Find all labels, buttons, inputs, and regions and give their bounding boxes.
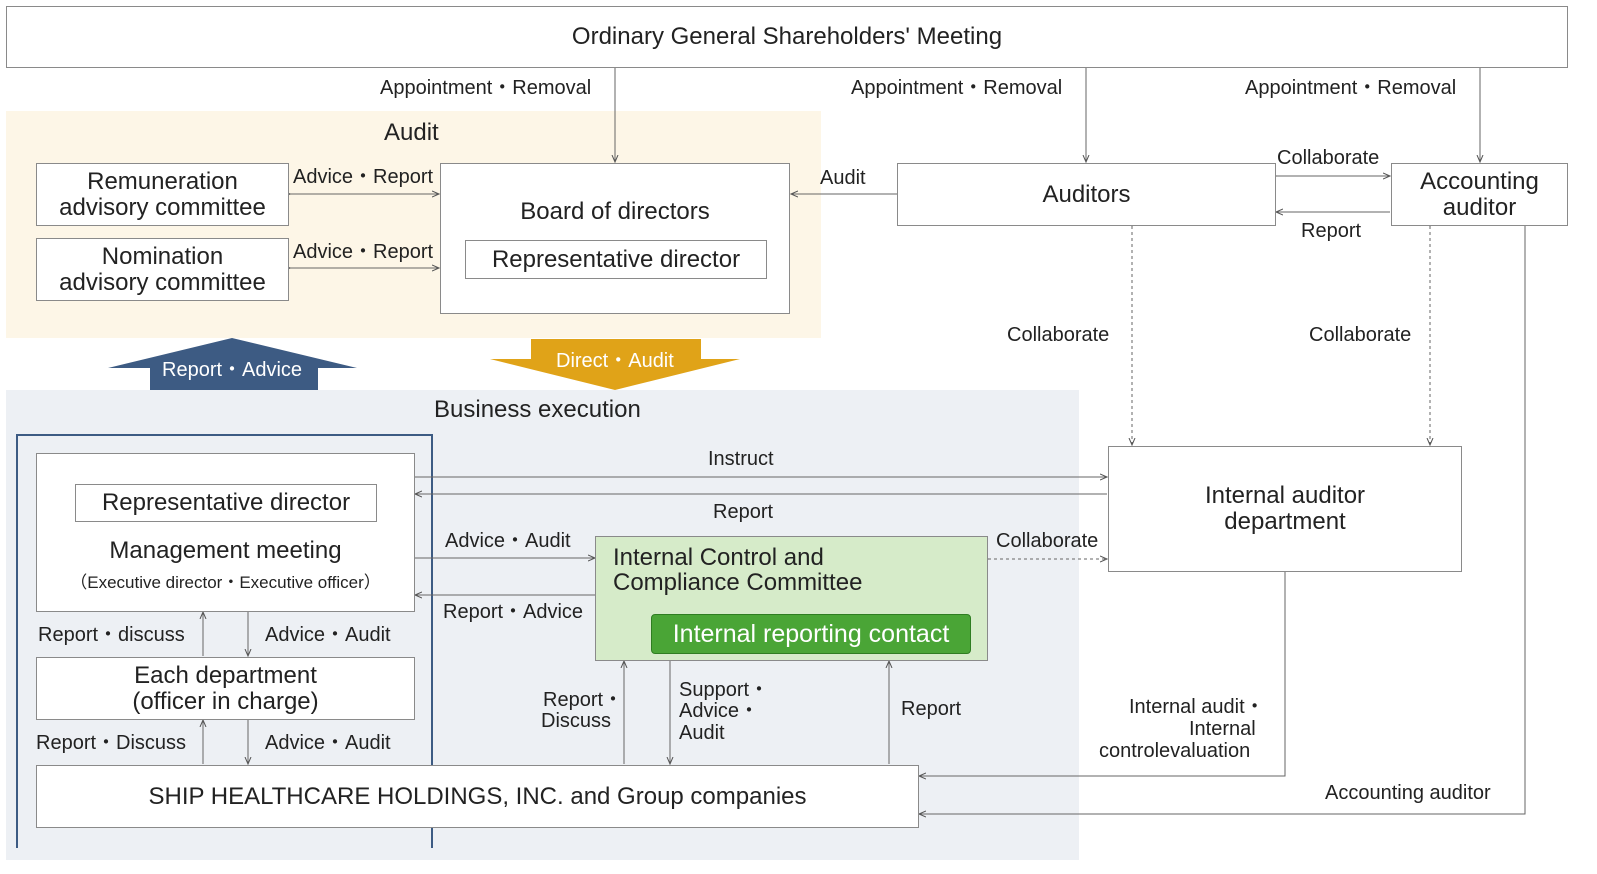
auditors-box: Auditors: [897, 163, 1276, 226]
business-execution-title: Business execution: [434, 396, 641, 423]
group-companies-box: SHIP HEALTHCARE HOLDINGS, INC. and Group…: [36, 765, 919, 828]
appointment-label-2: Appointment・Removal: [851, 77, 1063, 99]
shareholders-meeting-label: Ordinary General Shareholders' Meeting: [571, 23, 1003, 50]
remuneration-committee-box: Remuneration advisory committee: [36, 163, 289, 226]
exec-representative-director-box: Representative director: [75, 484, 377, 522]
appointment-label-1: Appointment・Removal: [380, 77, 592, 99]
report-advice-ic-label: Report・Advice: [443, 601, 584, 623]
internal-auditor-department-box: Internal auditor department: [1108, 446, 1462, 572]
nomination-committee-box: Nomination advisory committee: [36, 238, 289, 301]
shareholders-meeting-box: Ordinary General Shareholders' Meeting: [6, 6, 1568, 68]
report-advice-arrow-label: Report・Advice: [162, 359, 303, 381]
management-meeting-label: Management meeting: [109, 537, 342, 564]
collaborate-ic-label: Collaborate: [996, 530, 1099, 552]
report-discuss-label-2: Report・Discuss: [36, 732, 187, 754]
exec-representative-director-label: Representative director: [101, 489, 351, 516]
report-mid-label: Report: [713, 501, 774, 523]
support-label-line-2: Advice・: [679, 700, 760, 722]
board-of-directors-label: Board of directors: [520, 198, 710, 225]
report-discuss-ic-line-1: Report・: [543, 689, 624, 711]
advice-audit-label-1: Advice・Audit: [265, 624, 391, 646]
internal-audit-label-line-1: Internal audit・: [1129, 696, 1265, 718]
each-department-line-2: (officer in charge): [132, 687, 319, 715]
remuneration-line-1: Remuneration: [87, 167, 238, 195]
report-discuss-label-1: Report・discuss: [38, 624, 185, 646]
each-department-box: Each department (officer in charge): [36, 657, 415, 720]
management-box: Representative director Management meeti…: [36, 453, 415, 612]
accounting-auditor-bottom-label: Accounting auditor: [1325, 782, 1491, 804]
board-representative-director-box: Representative director: [465, 240, 767, 279]
ic-title-line-2: Compliance Committee: [613, 569, 863, 596]
internal-control-committee-box: Internal Control and Compliance Committe…: [595, 536, 988, 661]
advice-report-label-2: Advice・Report: [293, 241, 434, 263]
support-label-line-1: Support・: [679, 679, 770, 701]
advice-report-label-1: Advice・Report: [293, 166, 434, 188]
collaborate-right-label: Collaborate: [1309, 324, 1412, 346]
audit-label: Audit: [820, 167, 866, 189]
collaborate-top-label: Collaborate: [1277, 147, 1380, 169]
collaborate-left-label: Collaborate: [1007, 324, 1110, 346]
execution-border-frame: [16, 434, 433, 848]
accounting-auditor-line-2: auditor: [1442, 193, 1517, 221]
appointment-label-3: Appointment・Removal: [1245, 77, 1457, 99]
internal-audit-label-line-2: Internal: [1189, 718, 1256, 740]
accounting-auditor-line-1: Accounting: [1420, 167, 1539, 195]
board-representative-director-label: Representative director: [491, 245, 741, 273]
internal-reporting-contact-label: Internal reporting contact: [672, 619, 950, 648]
advice-audit-label-2: Advice・Audit: [265, 732, 391, 754]
report-top-label: Report: [1301, 220, 1362, 242]
report-discuss-ic-line-2: Discuss: [541, 710, 612, 732]
internal-auditor-line-1: Internal auditor: [1204, 482, 1366, 509]
board-of-directors-box: Board of directors Representative direct…: [440, 163, 790, 314]
accounting-auditor-box: Accounting auditor: [1391, 163, 1568, 226]
each-department-line-1: Each department: [134, 661, 317, 689]
support-label-line-3: Audit: [679, 722, 725, 744]
nomination-line-2: advisory committee: [59, 268, 266, 296]
group-companies-label: SHIP HEALTHCARE HOLDINGS, INC. and Group…: [148, 782, 807, 810]
nomination-line-1: Nomination: [101, 242, 224, 270]
internal-audit-label-line-3: controlevaluation: [1099, 740, 1251, 762]
remuneration-line-2: advisory committee: [59, 193, 266, 221]
internal-reporting-contact-badge: Internal reporting contact: [651, 614, 971, 654]
instruct-label: Instruct: [708, 448, 774, 470]
management-meeting-sub: （Executive director・Executive officer）: [70, 573, 381, 592]
internal-auditor-line-2: department: [1224, 508, 1346, 535]
direct-audit-arrow-label: Direct・Audit: [556, 350, 674, 372]
ic-title-line-1: Internal Control and: [613, 544, 824, 571]
report-ic-label: Report: [901, 698, 962, 720]
audit-panel-title: Audit: [384, 119, 439, 146]
auditors-label: Auditors: [1042, 180, 1131, 208]
advice-audit-ic-label: Advice・Audit: [445, 530, 571, 552]
